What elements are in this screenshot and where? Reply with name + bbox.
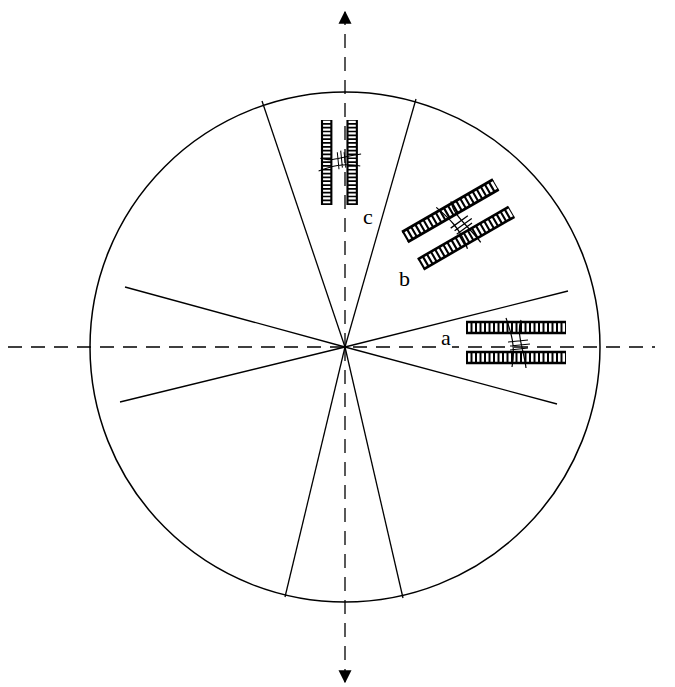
molecule-c [319,120,362,205]
circle-outline [90,92,600,602]
sector-lines [120,99,568,598]
sector-label: b [398,268,411,290]
sector-label: c [362,206,374,228]
horizontal-axis [8,346,655,347]
molecule-b [400,176,517,274]
sector-label: a [440,327,452,349]
vertical-axis [344,12,345,347]
molecule-a [466,318,566,368]
vertical-axis [344,347,345,682]
